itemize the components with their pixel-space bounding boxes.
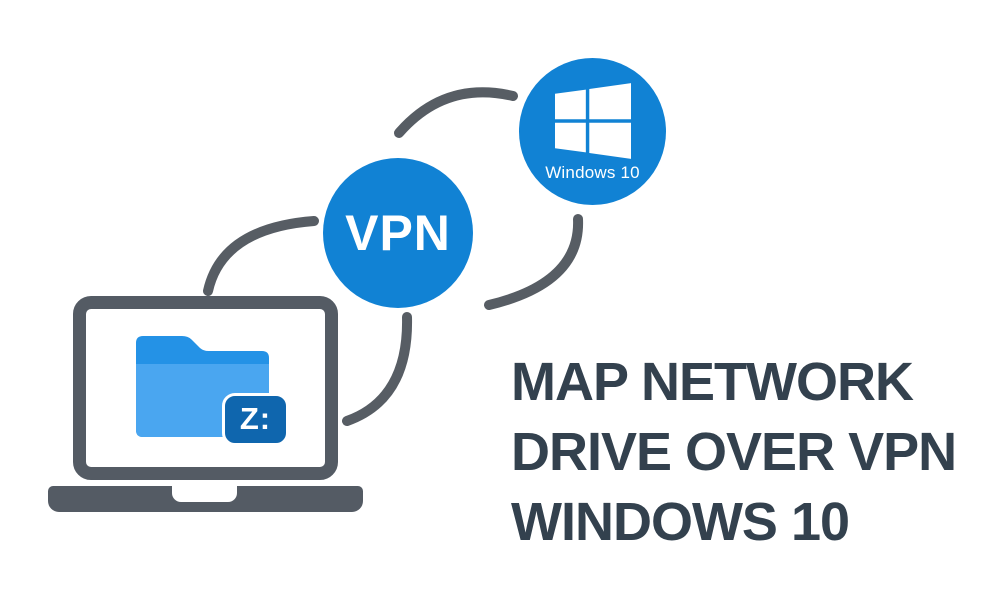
laptop-notch — [172, 486, 237, 502]
windows-label: Windows 10 — [545, 162, 640, 182]
drive-letter-badge: Z: — [222, 393, 289, 446]
connector-arc-vpn-laptop — [342, 312, 413, 426]
connector-arc-laptop-vpn — [203, 216, 319, 296]
headline-line-1: MAP NETWORK — [511, 352, 914, 412]
vpn-node: VPN — [323, 158, 473, 308]
drive-letter-label: Z: — [239, 400, 272, 436]
headline: MAP NETWORK DRIVE OVER VPN WINDOWS 10 — [511, 347, 957, 557]
connector-arc-vpn-windows — [394, 87, 518, 138]
headline-line-2: DRIVE OVER VPN — [511, 422, 957, 482]
windows-logo-icon — [554, 82, 631, 159]
connector-arc-windows-down — [484, 214, 584, 310]
windows-node: Windows 10 — [519, 58, 666, 205]
vpn-label: VPN — [345, 205, 451, 261]
headline-line-3: WINDOWS 10 — [511, 492, 850, 552]
